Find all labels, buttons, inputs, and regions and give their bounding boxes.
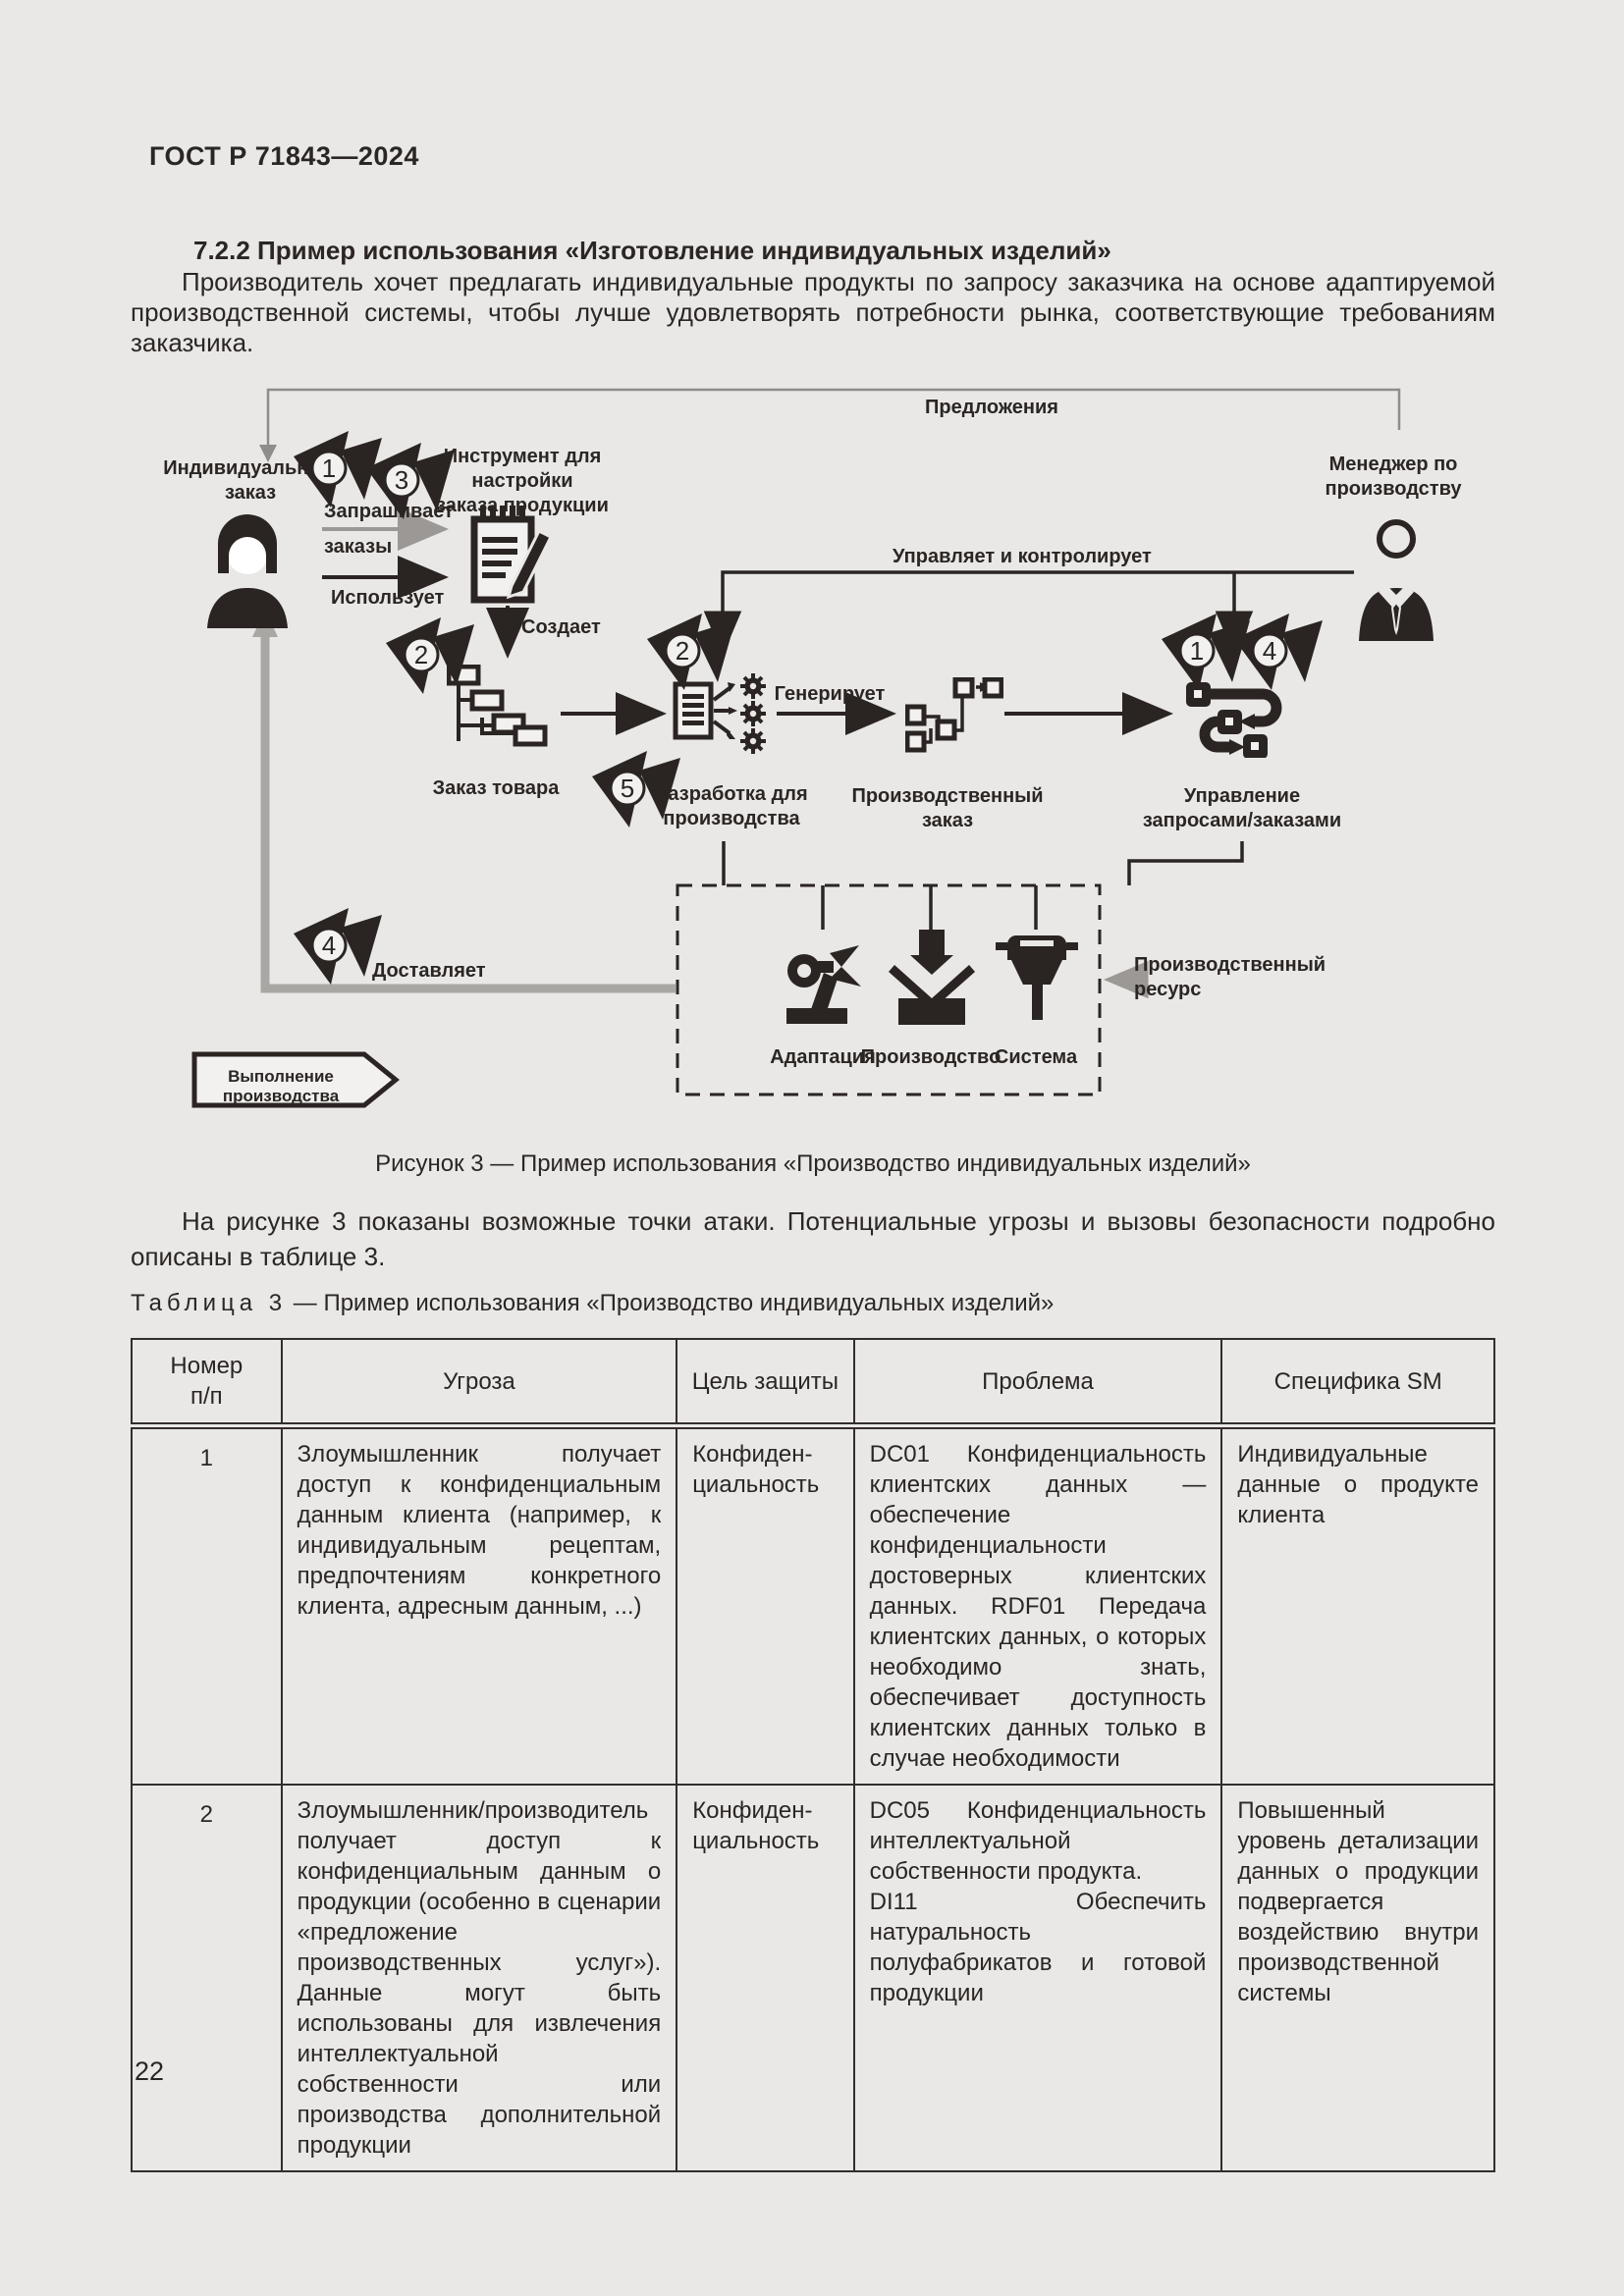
attack-marker-1-mgmt: 1 <box>1158 612 1256 698</box>
attack-number: 5 <box>621 774 634 803</box>
label-request-order-management: Управление запросами/заказами <box>1142 785 1342 831</box>
cell-threat: Злоумышленник получает доступ к конфиден… <box>280 1424 678 1786</box>
attack-marker-1: 1 <box>290 429 388 515</box>
production-order-flowchart-icon <box>905 677 1003 753</box>
attack-number: 1 <box>322 454 336 483</box>
banner-label: Выполнение производства <box>222 1067 340 1105</box>
mgmt-to-zone-line <box>1127 841 1244 885</box>
label-offers: Предложения <box>925 397 1058 418</box>
cell-sm: Индивидуальные данные о продукте клиента <box>1220 1424 1495 1786</box>
attack-number: 4 <box>322 931 336 960</box>
attack-number: 3 <box>395 465 408 495</box>
label-production-manager: Менеджер по производству <box>1325 454 1462 500</box>
label-manages-controls: Управляет и контролирует <box>893 546 1152 567</box>
col-header-threat: Угроза <box>280 1338 678 1429</box>
document-code: ГОСТ Р 71843—2024 <box>149 141 419 171</box>
cell-sm: Повышенный уровень детализации данных о … <box>1220 1784 1495 2172</box>
label-creates: Создает <box>521 616 601 638</box>
table-caption: Таблица 3 — Пример использования «Произв… <box>131 1290 1495 1317</box>
label-goods-order: Заказ товара <box>432 777 560 799</box>
attack-marker-4-mgmt: 4 <box>1230 612 1328 698</box>
label-individual-order: Индивидуальный заказ <box>163 457 338 504</box>
attack-number: 4 <box>1263 636 1276 666</box>
system-milling-tool-icon <box>996 935 1078 1020</box>
label-requests-line2: заказы <box>324 536 393 558</box>
delivers-path <box>260 633 676 993</box>
manager-person-icon <box>1359 519 1434 641</box>
development-doc-gears-icon <box>673 671 768 756</box>
attack-marker-5: 5 <box>588 749 686 835</box>
attack-marker-3: 3 <box>362 441 460 527</box>
cell-threat: Злоумышленник/производитель получает дос… <box>280 1784 678 2172</box>
production-press-icon <box>889 930 975 1025</box>
production-execution-banner: Выполнение производства <box>191 1051 400 1108</box>
label-production-order: Производственный заказ <box>851 785 1044 831</box>
table-row: 2 Злоумышленник/производитель получает д… <box>131 1784 1495 2172</box>
cell-problem: DC01 Конфиденциальность клиентских данны… <box>852 1424 1223 1786</box>
label-production: Производство <box>860 1046 1001 1068</box>
col-header-problem: Проблема <box>852 1338 1223 1429</box>
col-header-number: Номер п/п <box>131 1338 283 1429</box>
cell-goal: Конфиден- циальность <box>676 1784 855 2172</box>
figure-3-diagram: Предложения Индивидуальный заказ Запраши… <box>125 358 1499 1144</box>
table-row: 1 Злоумышленник получает доступ к конфид… <box>131 1424 1495 1786</box>
order-tool-notepad-icon <box>470 506 553 604</box>
label-generates: Генерирует <box>774 683 886 705</box>
label-production-resource: Производственный ресурс <box>1134 954 1326 1000</box>
cell-goal: Конфиден- циальность <box>676 1424 855 1786</box>
production-zone-dashed-box <box>676 883 1102 1096</box>
attack-number: 2 <box>676 636 689 666</box>
section-heading: 7.2.2 Пример использования «Изготовление… <box>193 236 1111 265</box>
banner-shape <box>191 1051 400 1108</box>
cell-number: 1 <box>131 1424 283 1786</box>
offers-connector-line <box>266 388 1401 447</box>
label-uses: Использует <box>331 587 445 609</box>
control-line <box>703 570 1354 656</box>
attack-number: 1 <box>1190 636 1204 666</box>
label-config-tool: Инструмент для настройки заказа продукци… <box>436 446 609 516</box>
figure-caption: Рисунок 3 — Пример использования «Произв… <box>375 1150 1251 1177</box>
label-adaptation: Адаптация <box>770 1046 876 1068</box>
after-figure-paragraph: На рисунке 3 показаны возможные точки ат… <box>131 1206 1495 1271</box>
attack-marker-2-tree: 2 <box>382 615 480 702</box>
label-requests-line1: Запрашивает <box>324 501 454 522</box>
offers-arrowhead <box>259 445 277 462</box>
attack-marker-2-dev: 2 <box>643 612 741 698</box>
cell-problem: DC05 Конфиденциальность интеллектуальной… <box>852 1784 1223 2172</box>
label-system: Система <box>994 1046 1078 1068</box>
customer-person-icon <box>207 514 288 628</box>
attack-marker-4-deliver: 4 <box>290 906 388 992</box>
page-number: 22 <box>135 2056 165 2086</box>
threats-table: Номер п/п Угроза Цель защиты Проблема Сп… <box>131 1338 1495 2172</box>
label-delivers: Доставляет <box>372 960 486 982</box>
adaptation-robot-arm-icon <box>786 945 861 1024</box>
intro-paragraph: Производитель хочет предлагать индивидуа… <box>131 267 1495 357</box>
order-management-workflow-icon <box>1186 682 1282 758</box>
label-develop-for-production: Разработка для производства <box>655 783 808 829</box>
table-caption-text: — Пример использования «Производство инд… <box>287 1290 1055 1316</box>
attack-number: 2 <box>414 640 428 669</box>
cell-number: 2 <box>131 1784 283 2172</box>
table-caption-label: Таблица 3 <box>131 1290 288 1316</box>
col-header-goal: Цель защиты <box>676 1338 855 1429</box>
col-header-sm: Специфика SM <box>1220 1338 1495 1429</box>
table-header-row: Номер п/п Угроза Цель защиты Проблема Сп… <box>131 1338 1495 1429</box>
